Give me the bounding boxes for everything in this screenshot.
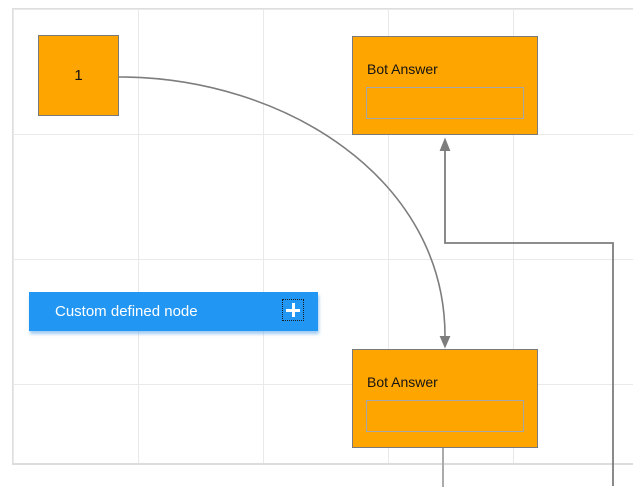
node-bot-answer-bottom[interactable]: Bot Answer [352,349,538,448]
node-start-label: 1 [74,67,83,84]
node-custom-defined[interactable]: Custom defined node [29,292,318,331]
node-start[interactable]: 1 [38,35,119,116]
custom-node-label: Custom defined node [55,303,198,320]
connector-bezier-start-to-bot-bottom[interactable] [118,76,446,337]
bot-answer-input-box[interactable] [366,87,524,119]
connector-orthogonal-to-bot-top[interactable] [444,151,614,486]
bot-answer-title: Bot Answer [367,374,438,390]
arrowhead-up-icon [439,137,451,151]
bot-answer-input-box[interactable] [366,400,524,432]
bot-answer-title: Bot Answer [367,61,438,77]
node-bot-answer-top[interactable]: Bot Answer [352,36,538,135]
plus-icon[interactable] [282,299,304,321]
arrowhead-down-icon [439,336,451,349]
